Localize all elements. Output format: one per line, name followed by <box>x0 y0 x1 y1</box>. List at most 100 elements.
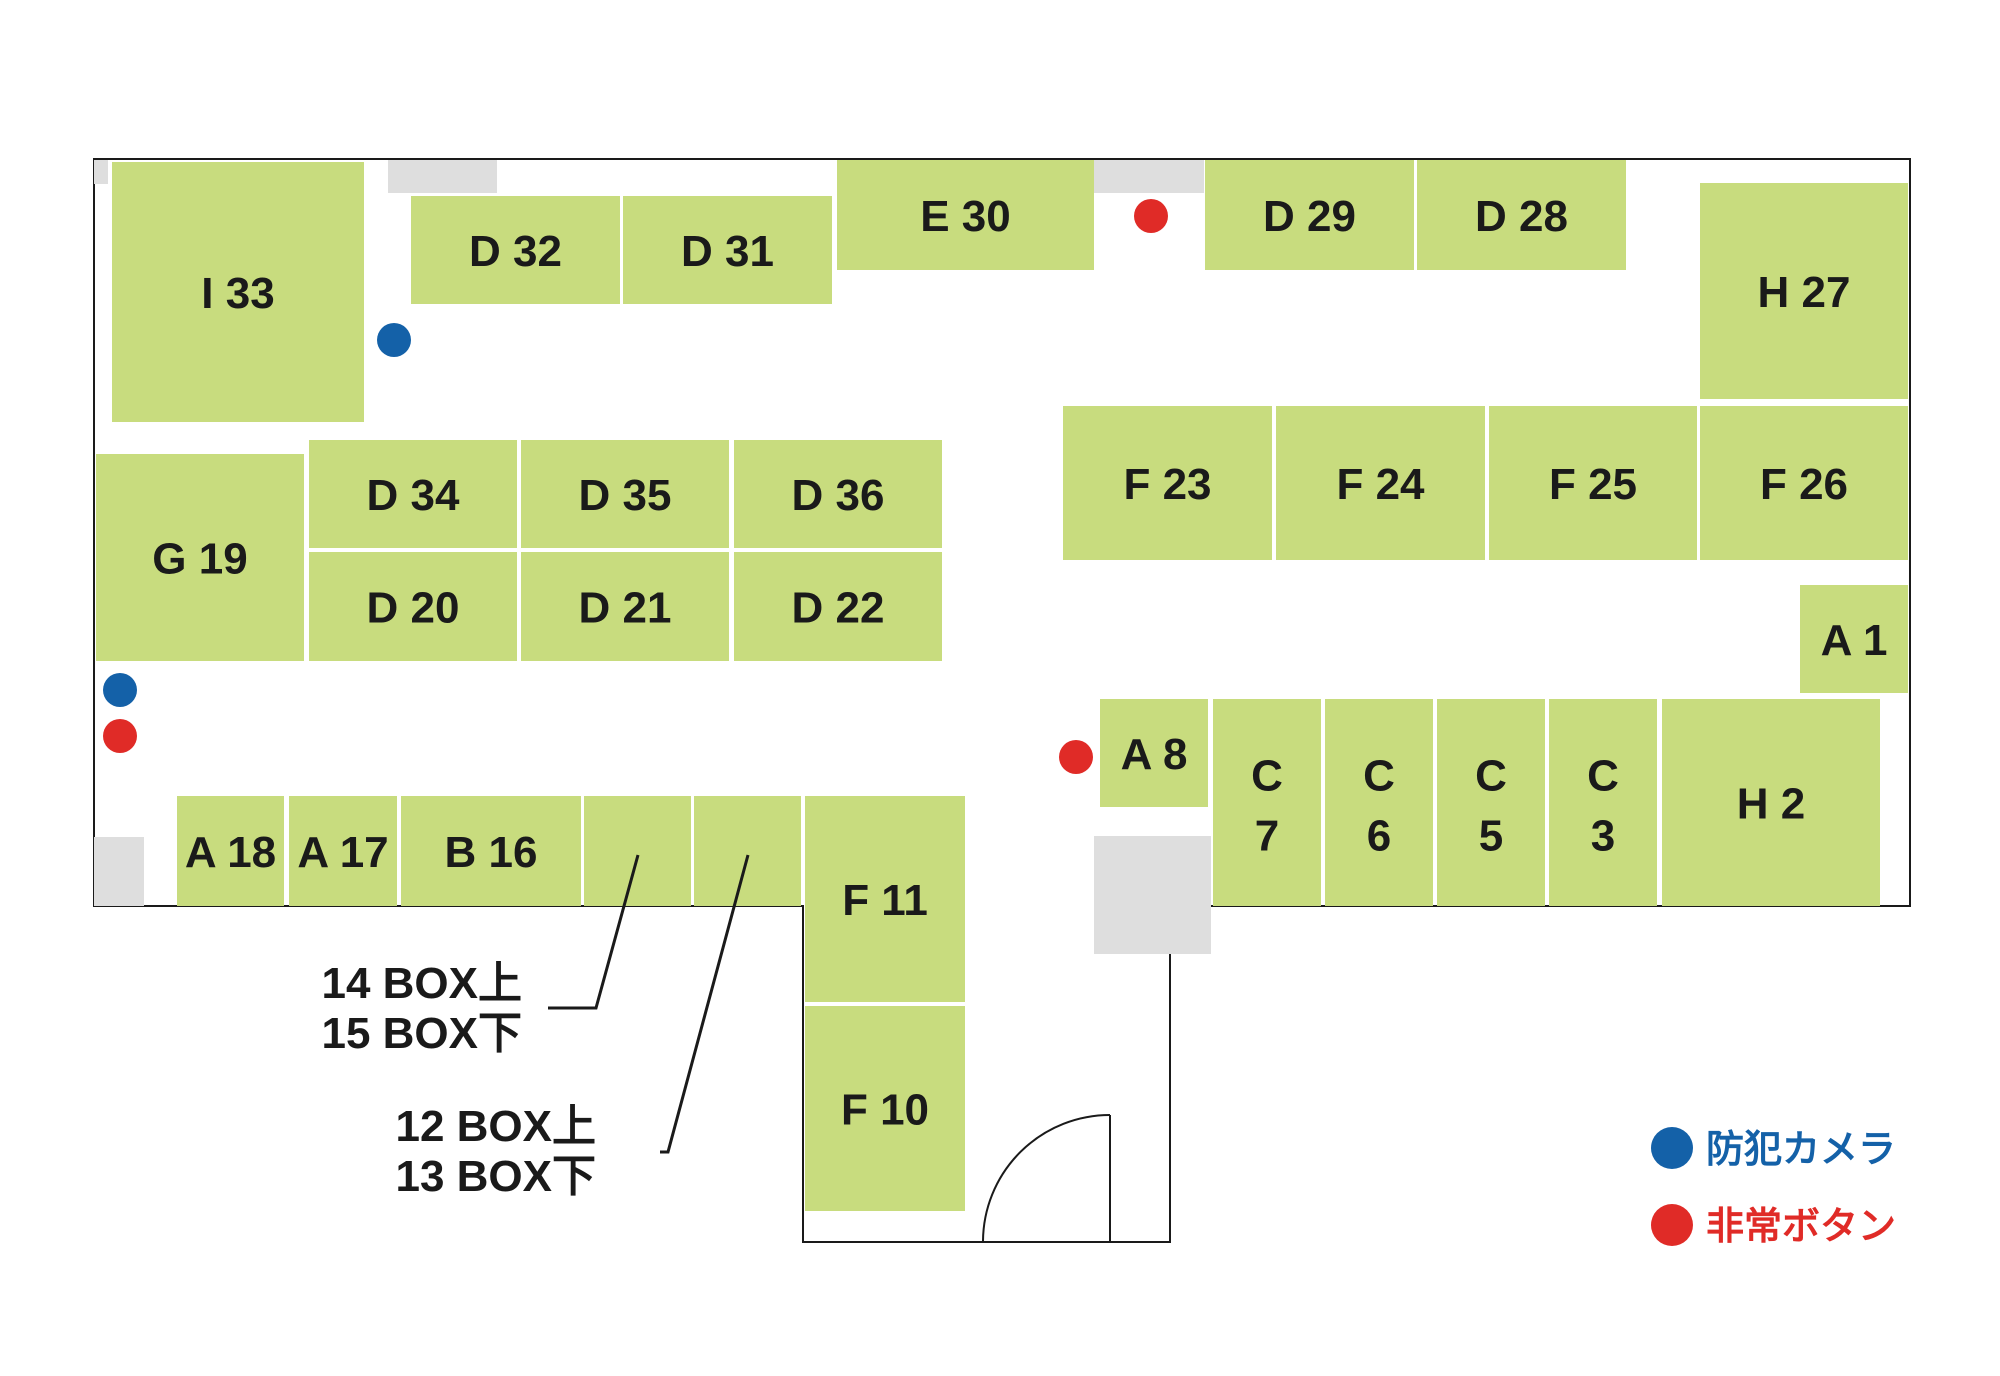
fixture-top-1 <box>388 160 497 193</box>
unit-label: F 23 <box>1123 460 1211 509</box>
unit-label: I 33 <box>201 269 274 318</box>
unit-block <box>1662 699 1880 906</box>
unit-label: F 24 <box>1336 460 1425 509</box>
unit-label: F 10 <box>841 1086 929 1135</box>
unit-label: D 35 <box>579 471 672 520</box>
unit-block <box>694 796 801 906</box>
unit-b16: B 16 <box>401 796 581 906</box>
fixture-bottom-left <box>94 837 144 906</box>
unit-label: H 27 <box>1758 268 1851 317</box>
unit-block <box>112 162 364 422</box>
leader-box-12-13 <box>660 854 750 1154</box>
alarm-marker <box>1134 199 1168 233</box>
unit-label-number: 6 <box>1367 812 1391 861</box>
unit-label: D 20 <box>367 584 460 633</box>
unit-block <box>411 196 620 304</box>
unit-block <box>734 552 942 661</box>
unit-block <box>1549 699 1657 906</box>
unit-g19: G 19 <box>96 454 304 661</box>
unit-d32: D 32 <box>411 196 620 304</box>
unit-label: C <box>1475 752 1507 801</box>
unit-a8: A 8 <box>1100 699 1208 807</box>
unit-label: H 2 <box>1737 780 1805 829</box>
unit-block <box>1700 406 1908 560</box>
unit-block <box>837 160 1094 270</box>
fixture-top-left <box>94 160 108 184</box>
unit-f25: F 25 <box>1489 406 1697 560</box>
fixtures <box>94 160 1211 954</box>
alarm-legend-icon <box>1651 1204 1693 1246</box>
unit-a1: A 1 <box>1800 585 1908 693</box>
camera-legend-icon <box>1651 1127 1693 1169</box>
unit-block <box>401 796 581 906</box>
unit-c6: C6 <box>1325 699 1433 906</box>
unit-label: D 28 <box>1475 192 1568 241</box>
unit-block <box>521 440 729 548</box>
note-box-15-line2: 15 BOX下 <box>321 1009 522 1058</box>
unit-d22: D 22 <box>734 552 942 661</box>
unit-f10: F 10 <box>805 1006 965 1211</box>
unit-label-number: 5 <box>1479 812 1503 861</box>
unit-d36: D 36 <box>734 440 942 548</box>
unit-block <box>1063 406 1272 560</box>
unit-h2: H 2 <box>1662 699 1880 906</box>
unit-block <box>1276 406 1485 560</box>
unit-block <box>1437 699 1545 906</box>
unit-i33: I 33 <box>112 162 364 422</box>
unit-label: D 32 <box>469 227 562 276</box>
unit-label: D 34 <box>367 471 460 520</box>
camera-marker <box>377 323 411 357</box>
unit-c5: C5 <box>1437 699 1545 906</box>
unit-label-number: 3 <box>1591 812 1615 861</box>
note-box-14-line1: 14 BOX上 <box>321 959 522 1008</box>
unit-block <box>289 796 397 906</box>
unit-box12-13 <box>694 796 801 906</box>
box-notes: 14 BOX上 15 BOX下 12 BOX上 13 BOX下 <box>321 854 750 1201</box>
unit-block <box>1213 699 1321 906</box>
note-box-12-line1: 12 BOX上 <box>395 1102 596 1151</box>
note-box-13-line2: 13 BOX下 <box>395 1152 596 1201</box>
alarm-marker <box>1059 740 1093 774</box>
unit-f23: F 23 <box>1063 406 1272 560</box>
unit-block <box>623 196 832 304</box>
unit-box14-15 <box>584 796 691 906</box>
unit-block <box>309 552 517 661</box>
unit-label: C <box>1363 752 1395 801</box>
unit-e30: E 30 <box>837 160 1094 270</box>
unit-d20: D 20 <box>309 552 517 661</box>
unit-block <box>1489 406 1697 560</box>
legend-camera-label: 防犯カメラ <box>1706 1127 1896 1171</box>
unit-label: D 21 <box>579 584 672 633</box>
unit-block <box>1100 699 1208 807</box>
unit-block <box>1800 585 1908 693</box>
unit-label: C <box>1251 752 1283 801</box>
unit-c7: C7 <box>1213 699 1321 906</box>
alarm-marker <box>103 719 137 753</box>
unit-block <box>1325 699 1433 906</box>
unit-block <box>96 454 304 661</box>
fixture-entrance <box>1094 836 1211 954</box>
unit-block <box>805 1006 965 1211</box>
unit-a17: A 17 <box>289 796 397 906</box>
unit-label: A 18 <box>185 828 276 877</box>
unit-block <box>521 552 729 661</box>
unit-d35: D 35 <box>521 440 729 548</box>
unit-d29: D 29 <box>1205 160 1414 270</box>
unit-f11: F 11 <box>805 796 965 1002</box>
unit-block <box>309 440 517 548</box>
unit-label: E 30 <box>920 192 1011 241</box>
unit-label: A 1 <box>1821 616 1888 665</box>
unit-block <box>805 796 965 1002</box>
unit-block <box>1417 160 1626 270</box>
unit-c3: C3 <box>1549 699 1657 906</box>
unit-block <box>584 796 691 906</box>
fixture-top-2 <box>1094 160 1204 193</box>
unit-d28: D 28 <box>1417 160 1626 270</box>
unit-label: B 16 <box>445 828 538 877</box>
legend: 防犯カメラ 非常ボタン <box>1651 1127 1896 1248</box>
unit-label: C <box>1587 752 1619 801</box>
unit-label: G 19 <box>152 535 247 584</box>
camera-marker <box>103 673 137 707</box>
